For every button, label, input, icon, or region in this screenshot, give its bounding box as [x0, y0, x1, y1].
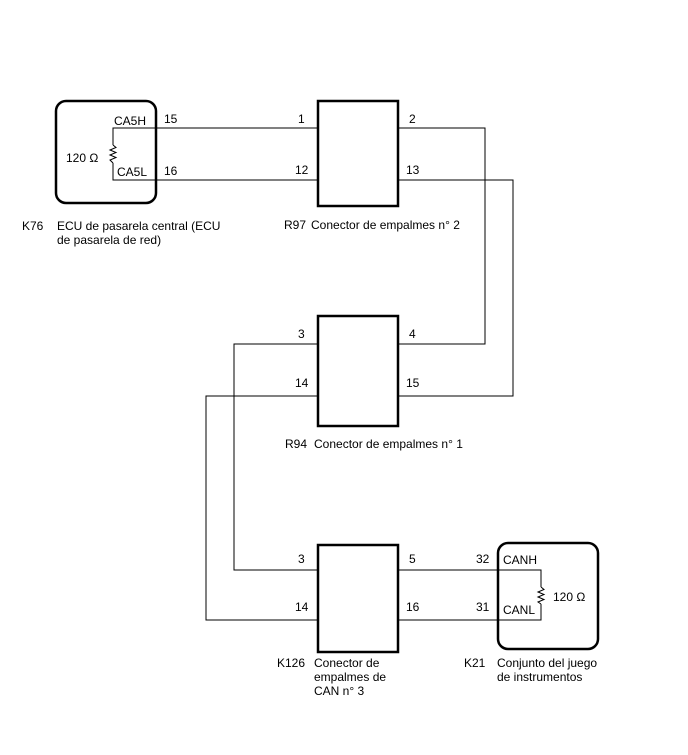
r97-connector: 1 2 12 13 R97 Conector de empalmes n° 2: [284, 99, 460, 232]
r97-pin-br: 13: [406, 163, 420, 177]
r97-box: [316, 99, 400, 208]
k126-name-line2: empalmes de: [314, 670, 386, 684]
r94-pin-tr: 4: [409, 327, 416, 341]
k21-pin-low-num: 31: [476, 600, 490, 614]
k21-name-line1: Conjunto del juego: [497, 656, 597, 670]
r97-pin-tl: 1: [298, 112, 305, 126]
k21-code: K21: [464, 656, 486, 670]
r97-name: Conector de empalmes n° 2: [311, 218, 460, 232]
k76-resistor-label: 120 Ω: [66, 151, 98, 165]
r94-pin-tl: 3: [298, 327, 305, 341]
wire-r94-3-k126-3: [233, 343, 318, 571]
k126-pin-tl: 3: [298, 552, 305, 566]
k21-internal-wire: [498, 569, 542, 621]
k126-pin-br: 16: [406, 600, 420, 614]
k76-internal-wire: [112, 127, 156, 181]
r97-code: R97: [284, 218, 306, 232]
k21-name-line2: de instrumentos: [497, 670, 582, 684]
k21-resistor-label: 120 Ω: [553, 590, 585, 604]
k126-name-line1: Conector de: [314, 656, 380, 670]
k126-code: K126: [277, 656, 305, 670]
k76-pin-high-num: 15: [164, 112, 178, 126]
k76-pin-high-label: CA5H: [114, 114, 146, 128]
k126-pin-bl: 14: [295, 600, 309, 614]
k21-resistor-symbol: [536, 586, 546, 605]
wire-r94-14-k126-14: [205, 395, 318, 621]
r94-box: [316, 314, 400, 428]
r94-pin-bl: 14: [295, 376, 309, 390]
r94-pin-br: 15: [406, 376, 420, 390]
k126-pin-tr: 5: [409, 552, 416, 566]
k21-pin-high-num: 32: [476, 552, 490, 566]
k76-code: K76: [22, 219, 44, 233]
r97-pin-bl: 12: [295, 163, 309, 177]
k76-name-line2: de pasarela de red): [57, 233, 161, 247]
k126-connector: 3 5 14 16 K126 Conector de empalmes de C…: [277, 543, 420, 698]
k76-ecu: 120 Ω CA5H CA5L 15 16 K76 ECU de pasarel…: [22, 99, 220, 247]
r97-pin-tr: 2: [409, 112, 416, 126]
wire-r97-13-r94-15: [398, 179, 514, 397]
r94-connector: 3 4 14 15 R94 Conector de empalmes n° 1: [285, 314, 463, 451]
r94-code: R94: [285, 437, 307, 451]
wire-r97-2-r94-4: [398, 127, 486, 345]
k21-pin-high-label: CANH: [503, 553, 537, 567]
k21-box: [496, 541, 600, 651]
k21-pin-low-label: CANL: [503, 603, 535, 617]
k21-meter: 120 Ω CANH CANL 32 31 K21 Conjunto del j…: [464, 541, 600, 684]
k76-pin-low-num: 16: [164, 164, 178, 178]
k76-box: [54, 99, 158, 205]
k76-resistor-symbol: [108, 144, 118, 164]
wires: [156, 127, 514, 621]
k76-pin-low-label: CA5L: [117, 165, 147, 179]
k126-box: [316, 543, 400, 654]
r94-name: Conector de empalmes n° 1: [314, 437, 463, 451]
k126-name-line3: CAN n° 3: [314, 684, 364, 698]
k76-name-line1: ECU de pasarela central (ECU: [57, 219, 220, 233]
